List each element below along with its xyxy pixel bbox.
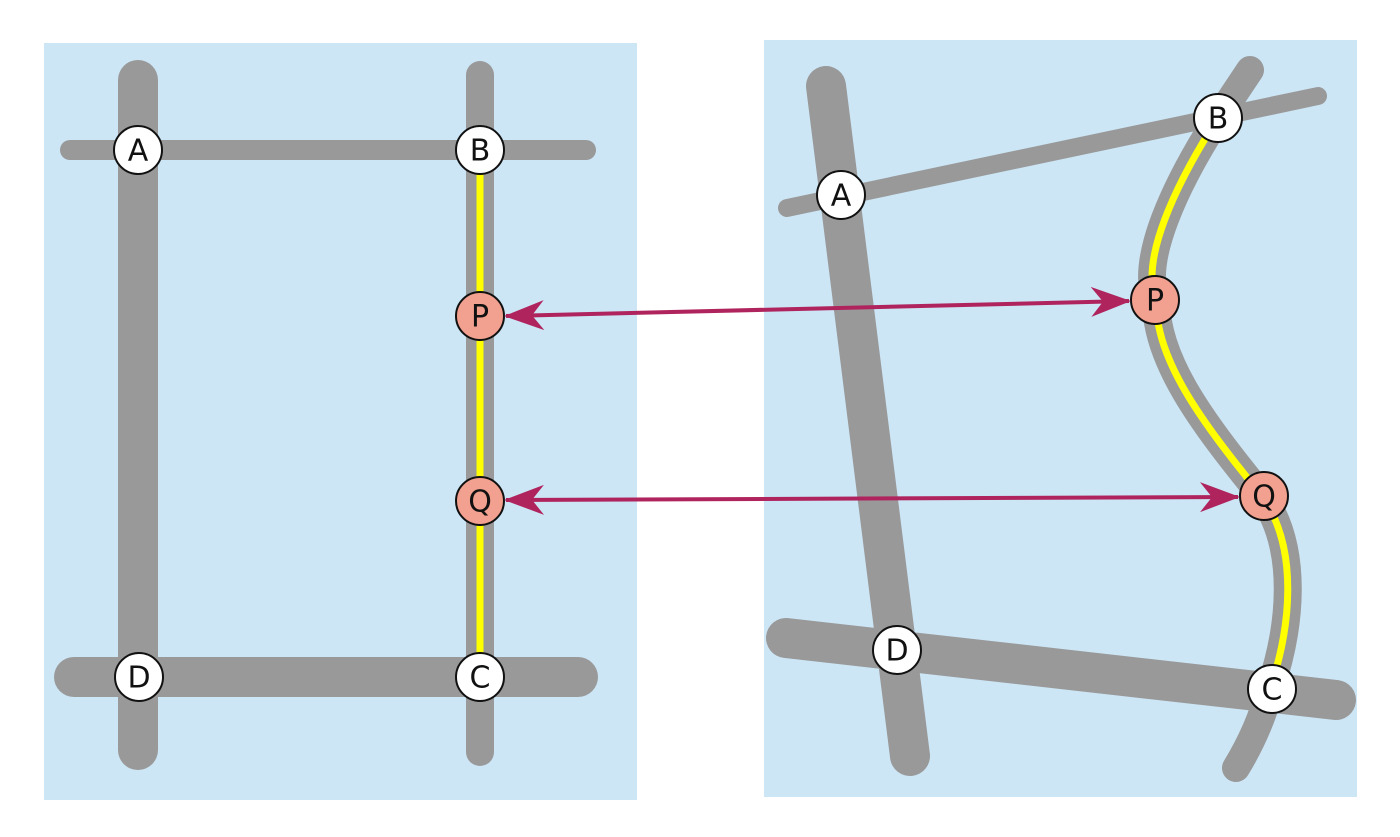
right-node-a-label: A xyxy=(831,179,852,214)
right-highlight-route xyxy=(1148,116,1292,691)
left-node-p: P xyxy=(455,291,505,341)
right-node-q-label: Q xyxy=(1252,480,1276,515)
left-node-p-label: P xyxy=(471,300,489,335)
right-map: A B P Q C D xyxy=(764,40,1357,797)
left-node-c-label: C xyxy=(470,661,491,696)
arrow-q-to-q xyxy=(504,482,1240,515)
left-node-d: D xyxy=(114,652,164,702)
right-node-c: C xyxy=(1247,664,1297,714)
left-node-a: A xyxy=(113,125,163,175)
right-node-d-label: D xyxy=(885,634,908,669)
correspondence-arrows xyxy=(504,286,1240,515)
right-node-d: D xyxy=(872,625,922,675)
right-node-p-label: P xyxy=(1146,284,1164,319)
left-node-q: Q xyxy=(455,476,505,526)
arrow-p-to-p xyxy=(504,286,1131,331)
left-node-a-label: A xyxy=(128,134,149,169)
right-node-c-label: C xyxy=(1262,673,1283,708)
right-node-p: P xyxy=(1130,275,1180,325)
left-node-b: B xyxy=(455,125,505,175)
right-node-a: A xyxy=(816,170,866,220)
left-node-q-label: Q xyxy=(468,485,492,520)
left-node-d-label: D xyxy=(127,661,150,696)
left-node-c: C xyxy=(455,652,505,702)
right-node-b-label: B xyxy=(1208,102,1229,137)
right-node-b: B xyxy=(1193,93,1243,143)
right-node-q: Q xyxy=(1239,471,1289,521)
left-node-b-label: B xyxy=(470,134,491,169)
left-map: A B P Q C D xyxy=(44,43,637,800)
